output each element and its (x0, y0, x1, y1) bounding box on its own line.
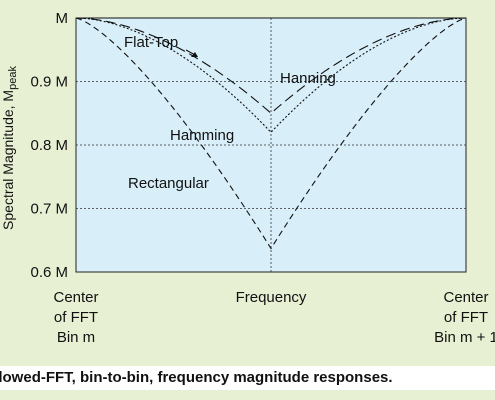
y-tick-label-0: M (56, 10, 69, 27)
series-line-hanning (75, 17, 467, 115)
y-tick-label-2: 0.8 M (30, 137, 68, 154)
figure-caption: Windowed-FFT, bin-to-bin, frequency magn… (0, 366, 495, 390)
series-label-hanning: Hanning (280, 70, 336, 87)
flat-top-arrow-head (191, 52, 198, 57)
y-axis-label: Spectral Magnitude, Mpeak (0, 66, 19, 230)
series-line-rectangular (75, 17, 467, 250)
y-tick-label-3: 0.7 M (30, 201, 68, 218)
series-label-hamming: Hamming (170, 127, 234, 144)
y-tick-label-4: 0.6 M (30, 264, 68, 281)
series-label-flat-top: Flat-Top (124, 34, 178, 51)
plot-area (75, 17, 467, 273)
y-tick-label-1: 0.9 M (30, 74, 68, 91)
x-category-label-1: Frequency (236, 289, 307, 306)
series-label-rectangular: Rectangular (128, 175, 209, 192)
